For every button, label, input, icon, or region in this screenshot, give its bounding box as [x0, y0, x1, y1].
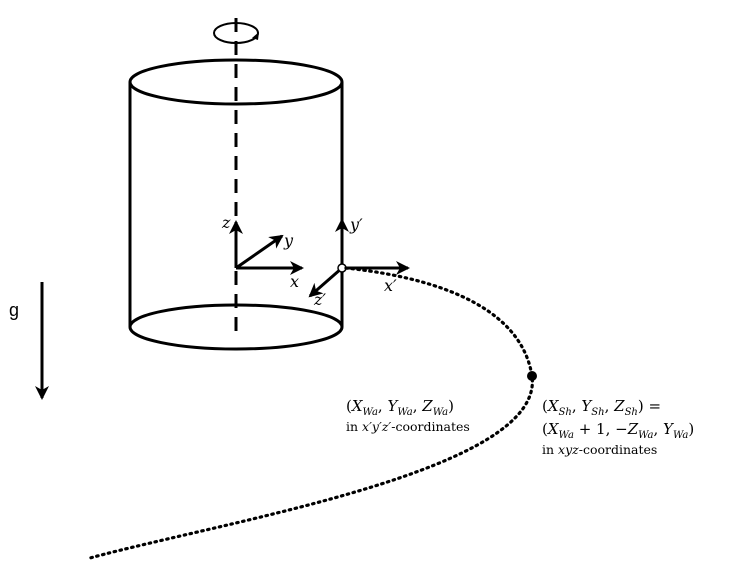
x-prime-axis-label: x′: [384, 276, 397, 295]
cylinder: [128, 58, 344, 351]
particle-trajectory: [88, 266, 534, 560]
cylinder-bottom-ellipse: [128, 303, 344, 351]
wall-point-annotation: (XWa, YWa, ZWa) in x′y′z′-coordinates: [346, 397, 470, 434]
xyz-prime-axes: y′ x′ z′: [308, 215, 410, 309]
z-prime-axis-label: z′: [313, 290, 326, 309]
y-axis-label: y: [283, 231, 294, 250]
gravity-indicator: g: [9, 282, 49, 400]
shell-point-frame-note: in xyz-coordinates: [542, 442, 657, 457]
y-axis-arrow: [235, 234, 284, 270]
rotation-arrowhead: [252, 32, 259, 40]
y-prime-axis-label: y′: [349, 215, 363, 234]
wall-point-frame-note: in x′y′z′-coordinates: [346, 419, 470, 434]
shell-point-annotation: (XSh, YSh, ZSh) = (XWa + 1, −ZWa, YWa) i…: [542, 397, 694, 457]
wall-point-coords: (XWa, YWa, ZWa): [346, 397, 454, 418]
gravity-label: g: [9, 300, 19, 320]
shell-point-coords-line1: (XSh, YSh, ZSh) =: [542, 397, 661, 418]
x-axis-label: x: [290, 272, 299, 291]
shell-point-coords-line2: (XWa + 1, −ZWa, YWa): [542, 420, 694, 441]
shell-point-marker: [527, 371, 537, 381]
z-axis-label: z: [221, 213, 231, 232]
xyz-axes: z y x: [221, 213, 304, 291]
z-prime-axis-arrow: [308, 266, 343, 298]
